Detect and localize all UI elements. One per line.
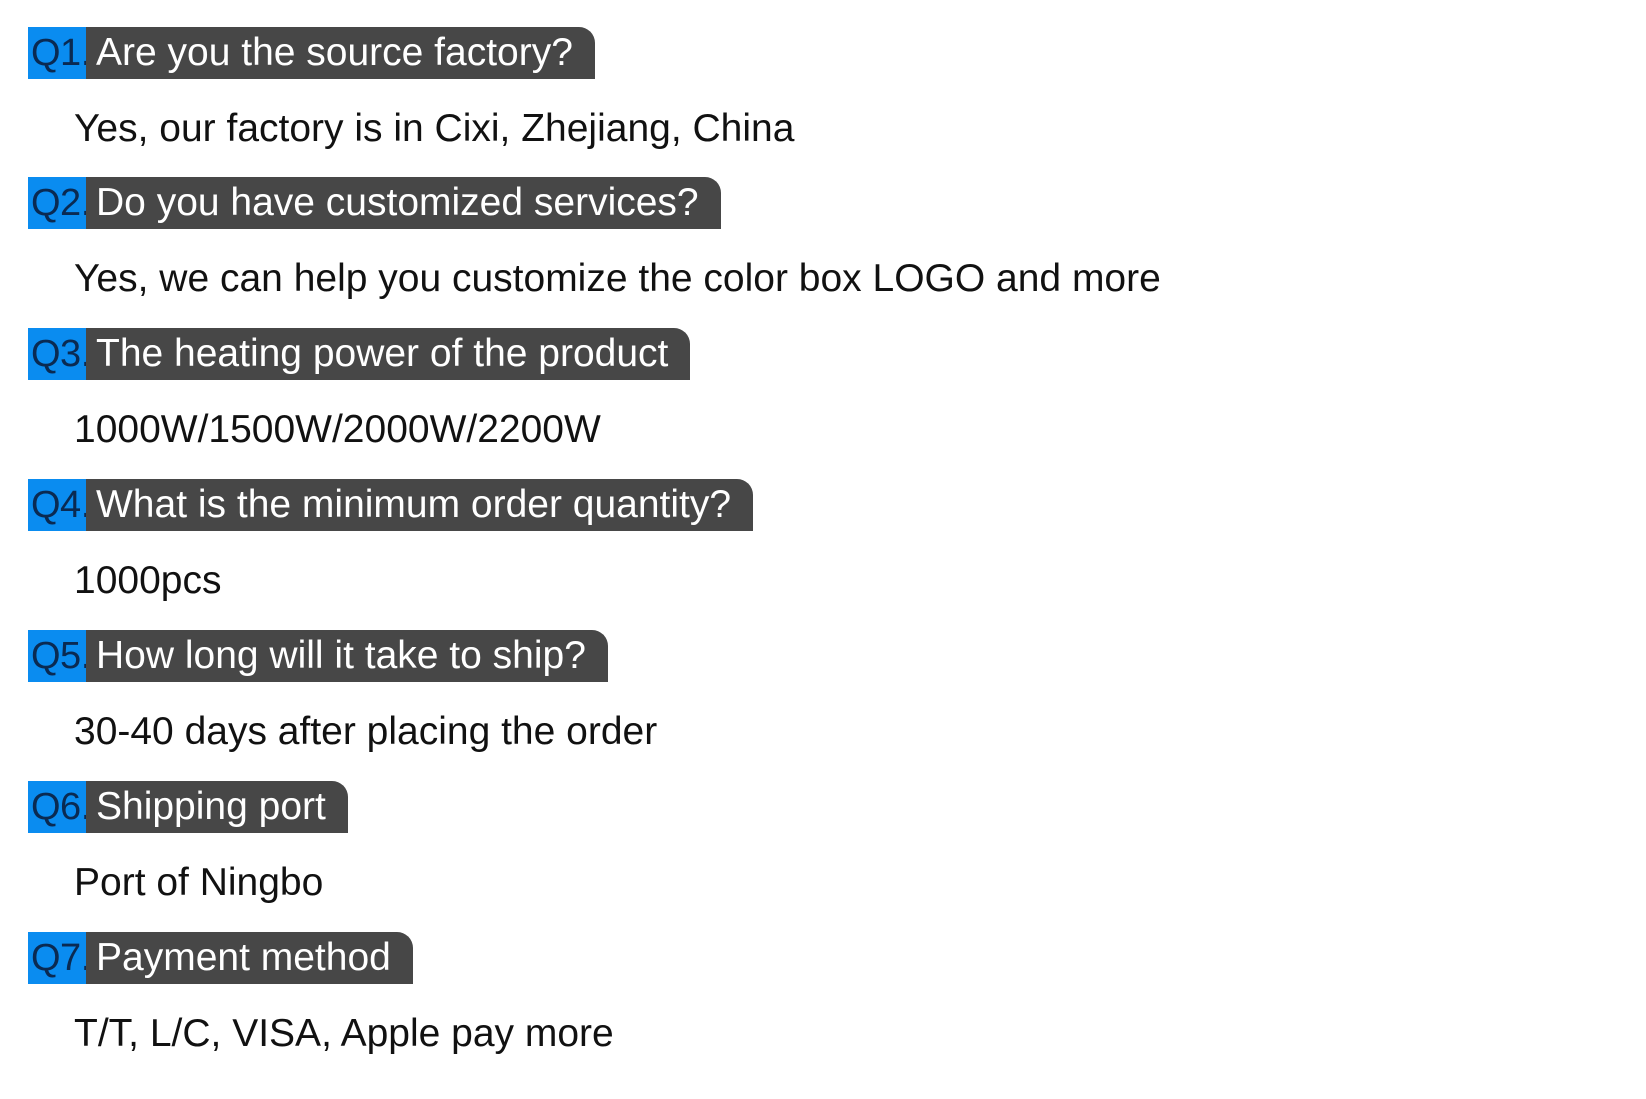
question-number: Q7. xyxy=(28,932,91,984)
question-bar: Q7. Payment method xyxy=(28,932,413,984)
answer-text: Yes, our factory is in Cixi, Zhejiang, C… xyxy=(74,107,795,150)
question-text: Are you the source factory? xyxy=(86,27,595,79)
question-number: Q4. xyxy=(28,479,91,531)
answer-text: Port of Ningbo xyxy=(74,861,324,904)
question-bar: Q3. The heating power of the product xyxy=(28,328,691,380)
answer-text: 1000W/1500W/2000W/2200W xyxy=(74,408,601,451)
answer-text: 30-40 days after placing the order xyxy=(74,710,658,753)
answer-text: Yes, we can help you customize the color… xyxy=(74,257,1161,300)
question-number: Q5. xyxy=(28,630,91,682)
question-bar: Q6. Shipping port xyxy=(28,781,348,833)
question-number: Q1. xyxy=(28,27,91,79)
question-text: How long will it take to ship? xyxy=(86,630,608,682)
question-text: Do you have customized services? xyxy=(86,177,721,229)
question-text: Payment method xyxy=(86,932,413,984)
question-number: Q6. xyxy=(28,781,91,833)
question-bar: Q1. Are you the source factory? xyxy=(28,27,595,79)
question-text: What is the minimum order quantity? xyxy=(86,479,754,531)
answer-text: T/T, L/C, VISA, Apple pay more xyxy=(74,1012,614,1055)
question-text: The heating power of the product xyxy=(86,328,691,380)
question-number: Q2. xyxy=(28,177,91,229)
question-bar: Q4. What is the minimum order quantity? xyxy=(28,479,754,531)
question-text: Shipping port xyxy=(86,781,348,833)
question-bar: Q5. How long will it take to ship? xyxy=(28,630,608,682)
answer-text: 1000pcs xyxy=(74,559,222,602)
question-number: Q3. xyxy=(28,328,91,380)
question-bar: Q2. Do you have customized services? xyxy=(28,177,721,229)
